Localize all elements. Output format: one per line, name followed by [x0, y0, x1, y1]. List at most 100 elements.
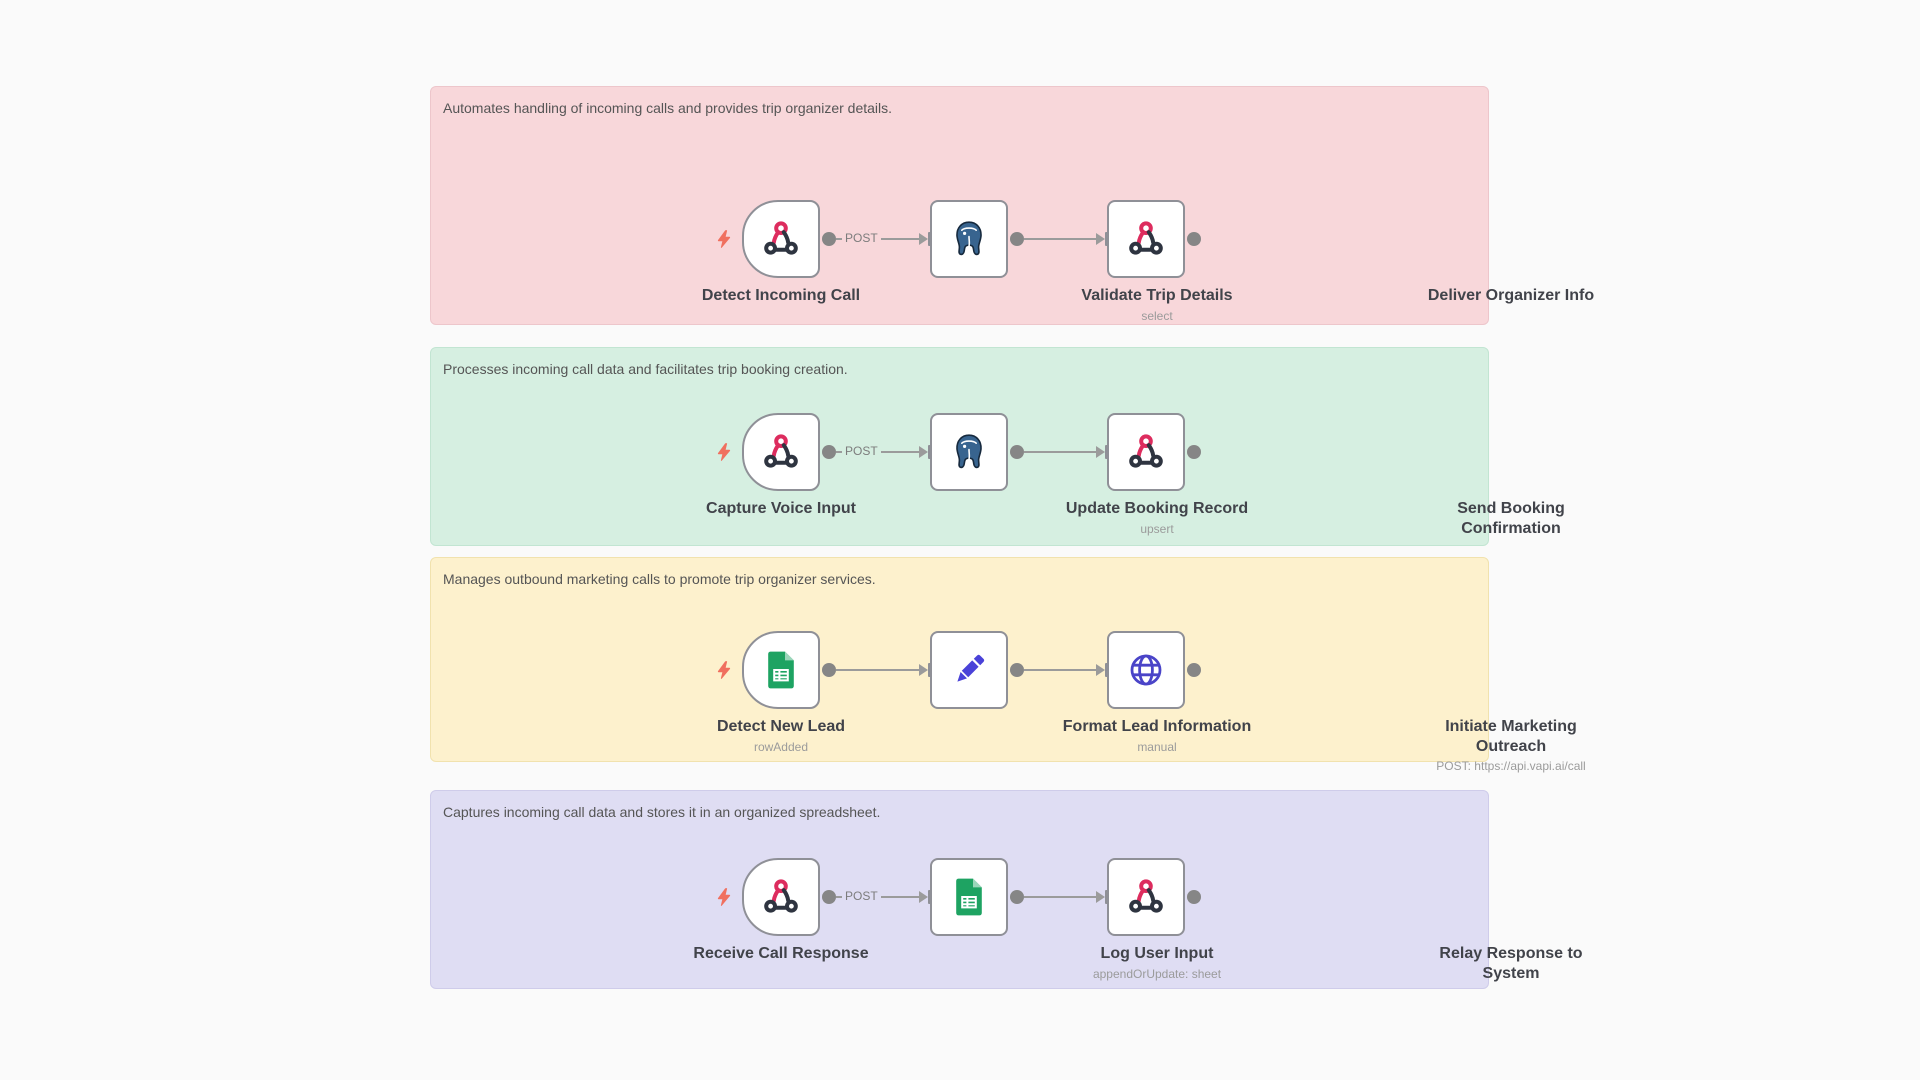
workflow-row: Capture Voice Input POST Update Booking …	[706, 413, 1565, 537]
connection-line[interactable]: POST	[836, 230, 934, 246]
node-title: Update Booking Record	[1065, 500, 1249, 517]
sticky-note-trip-booking-creation[interactable]: Processes incoming call data and facilit…	[430, 347, 1565, 546]
node-title: Capture Voice Input	[706, 500, 856, 517]
output-port[interactable]	[822, 663, 836, 677]
output-port[interactable]	[1010, 663, 1024, 677]
workflow-node[interactable]	[930, 858, 1008, 936]
output-port[interactable]	[1010, 445, 1024, 459]
workflow-node[interactable]	[1107, 413, 1185, 491]
node-subtitle: rowAdded	[753, 739, 809, 754]
webhook-icon	[761, 877, 801, 917]
node-title: Detect Incoming Call	[701, 287, 861, 304]
webhook-icon	[761, 219, 801, 259]
webhook-icon	[1126, 219, 1166, 259]
workflow-node[interactable]	[742, 858, 820, 936]
connection-line[interactable]	[836, 663, 934, 677]
sticky-note-text: Manages outbound marketing calls to prom…	[443, 571, 876, 587]
sticky-note-outbound-marketing[interactable]: Manages outbound marketing calls to prom…	[430, 557, 1586, 773]
sticky-note-text: Automates handling of incoming calls and…	[443, 100, 893, 116]
connection-line[interactable]	[1024, 890, 1111, 904]
edit-pencil-icon	[949, 650, 989, 690]
sticky-note-call-data-logging[interactable]: Captures incoming call data and stores i…	[430, 790, 1583, 989]
node-log-user-input: Log User Input appendOrUpdate: sheet	[930, 858, 1221, 981]
workflow-node[interactable]	[742, 631, 820, 709]
arrowhead-icon	[919, 891, 928, 903]
workflow-node[interactable]	[1107, 631, 1185, 709]
node-title: Format Lead Information	[1062, 718, 1252, 735]
connection-label: POST	[842, 443, 881, 459]
webhook-icon	[761, 432, 801, 472]
output-port[interactable]	[1187, 890, 1201, 904]
connection-line[interactable]: POST	[836, 888, 934, 904]
node-deliver-organizer-info: Deliver Organizer Info	[1107, 200, 1594, 304]
node-title: Send Booking Confirmation	[1457, 500, 1565, 537]
output-port[interactable]	[822, 890, 836, 904]
workflow-node[interactable]	[930, 631, 1008, 709]
http-globe-icon	[1126, 650, 1166, 690]
workflow-row: Detect New Lead rowAdded Format Lead Inf…	[717, 631, 1586, 773]
webhook-icon	[1126, 432, 1166, 472]
arrowhead-icon	[919, 664, 928, 676]
workflow-node[interactable]	[930, 200, 1008, 278]
arrowhead-icon	[919, 233, 928, 245]
node-title: Deliver Organizer Info	[1427, 287, 1595, 304]
sticky-note-text: Processes incoming call data and facilit…	[443, 361, 848, 377]
node-subtitle: POST: https://api.vapi.ai/call	[1436, 759, 1586, 774]
node-format-lead-information: Format Lead Information manual	[930, 631, 1251, 754]
output-port[interactable]	[1187, 232, 1201, 246]
output-port[interactable]	[822, 445, 836, 459]
webhook-icon	[1126, 877, 1166, 917]
workflow-node[interactable]	[742, 200, 820, 278]
workflow-row: Receive Call Response POST Log User Inpu…	[693, 858, 1583, 982]
node-validate-trip-details: Validate Trip Details select	[930, 200, 1233, 323]
workflow-node[interactable]	[1107, 200, 1185, 278]
node-update-booking-record: Update Booking Record upsert	[930, 413, 1248, 536]
node-send-booking-confirmation: Send Booking Confirmation	[1107, 413, 1565, 537]
node-detect-incoming-call: Detect Incoming Call	[702, 200, 860, 304]
output-port[interactable]	[822, 232, 836, 246]
node-title: Relay Response to System	[1439, 945, 1583, 982]
arrowhead-icon	[919, 446, 928, 458]
arrowhead-icon	[1096, 891, 1105, 903]
connection-label: POST	[842, 888, 881, 904]
node-relay-response-to-system: Relay Response to System	[1107, 858, 1583, 982]
node-subtitle: manual	[1137, 739, 1177, 754]
trigger-bolt-icon	[714, 441, 734, 463]
workflow-node[interactable]	[1107, 858, 1185, 936]
connection-line[interactable]	[1024, 445, 1111, 459]
output-port[interactable]	[1187, 663, 1201, 677]
arrowhead-icon	[1096, 664, 1105, 676]
node-title: Receive Call Response	[693, 945, 869, 962]
workflow-node[interactable]	[742, 413, 820, 491]
node-title: Detect New Lead	[716, 718, 846, 735]
node-subtitle: appendOrUpdate: sheet	[1092, 966, 1222, 981]
node-title: Initiate Marketing Outreach	[1445, 718, 1577, 755]
node-subtitle: select	[1141, 308, 1173, 323]
trigger-bolt-icon	[714, 228, 734, 250]
node-detect-new-lead: Detect New Lead rowAdded	[717, 631, 845, 754]
trigger-bolt-icon	[714, 659, 734, 681]
google-sheets-icon	[761, 650, 801, 690]
postgresql-icon	[949, 432, 989, 472]
sticky-note-incoming-call-handling[interactable]: Automates handling of incoming calls and…	[430, 86, 1594, 325]
node-capture-voice-input: Capture Voice Input	[706, 413, 856, 517]
connection-line[interactable]: POST	[836, 443, 934, 459]
workflow-node[interactable]	[930, 413, 1008, 491]
node-title: Validate Trip Details	[1081, 287, 1233, 304]
google-sheets-icon	[949, 877, 989, 917]
node-receive-call-response: Receive Call Response	[693, 858, 869, 962]
postgresql-icon	[949, 219, 989, 259]
output-port[interactable]	[1010, 232, 1024, 246]
output-port[interactable]	[1010, 890, 1024, 904]
node-initiate-marketing-outreach: Initiate Marketing Outreach POST: https:…	[1107, 631, 1586, 773]
node-subtitle: upsert	[1140, 521, 1174, 536]
sticky-note-text: Captures incoming call data and stores i…	[443, 804, 881, 820]
trigger-bolt-icon	[714, 886, 734, 908]
workflow-row: Detect Incoming Call POST Validate Trip …	[702, 200, 1594, 323]
output-port[interactable]	[1187, 445, 1201, 459]
connection-label: POST	[842, 230, 881, 246]
connection-line[interactable]	[1024, 232, 1111, 246]
connection-line[interactable]	[1024, 663, 1111, 677]
arrowhead-icon	[1096, 446, 1105, 458]
